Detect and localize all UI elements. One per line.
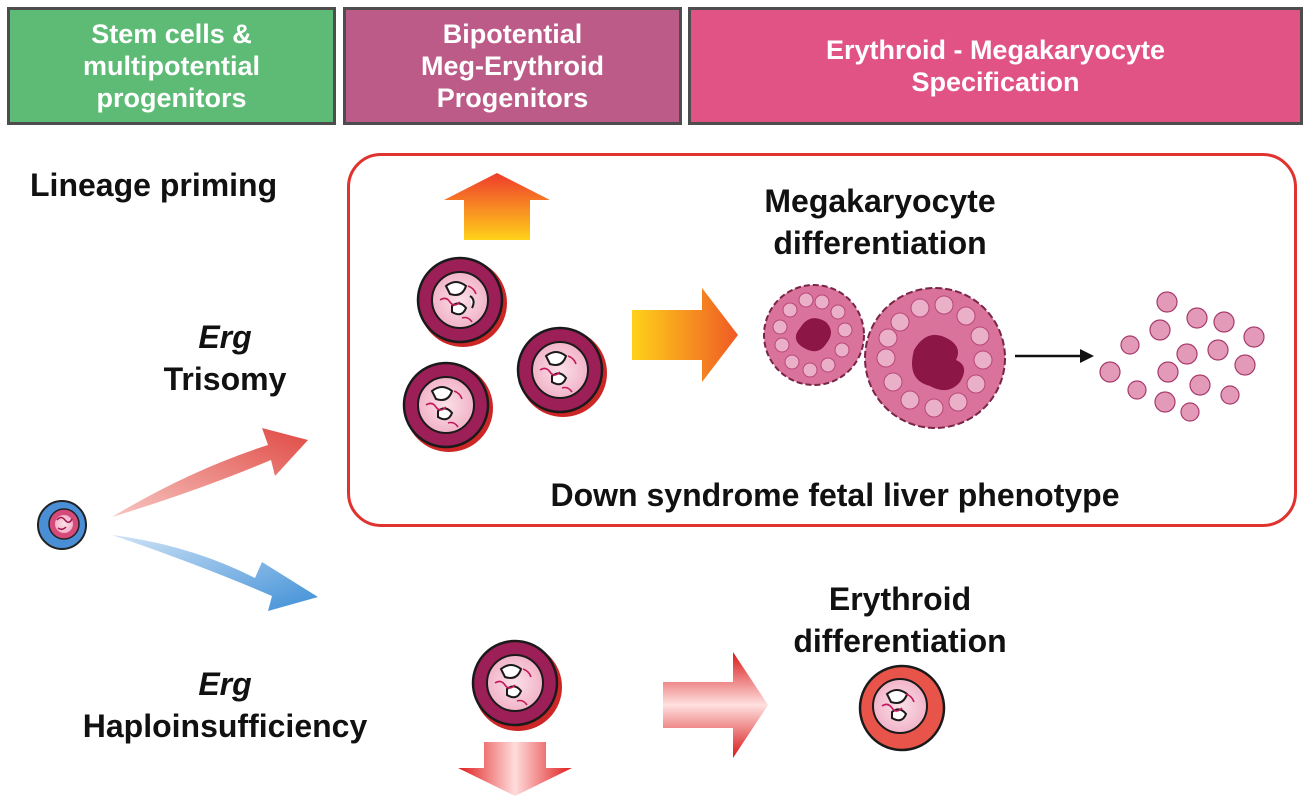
header-specification-text: Erythroid - Megakaryocyte Specification (825, 35, 1166, 97)
header-stem-cells-text: Stem cells & multipotential progenitors (83, 19, 260, 113)
down-syndrome-box (347, 153, 1297, 527)
megakaryocyte-icon (763, 284, 865, 386)
stem-cell-icon (37, 500, 87, 550)
trisomy-curved-arrow (112, 428, 308, 517)
progenitor-cell-icon (471, 639, 562, 731)
haplo-gene-label: Erg (198, 666, 252, 702)
progenitor-cell-icon (516, 326, 607, 417)
erythroid-arrow (663, 652, 768, 758)
down-syndrome-label: Down syndrome fetal liver phenotype (550, 477, 1120, 513)
trisomy-gene-label: Erg (198, 319, 252, 355)
downregulation-arrow (458, 742, 572, 796)
header-specification: Erythroid - Megakaryocyte Specification (688, 7, 1303, 125)
platelet-icon (1099, 291, 1265, 422)
haploinsufficiency-label: Haploinsufficiency (82, 708, 368, 744)
erythroid-cell-icon (858, 664, 946, 752)
header-stem-cells: Stem cells & multipotential progenitors (7, 7, 336, 125)
erythroid-differentiation-label: differentiation (793, 623, 1007, 659)
progenitor-cell-icon (416, 256, 507, 347)
megakaryocyte-differentiation-label: differentiation (773, 225, 987, 261)
header-bipotential-progenitors: Bipotential Meg-Erythroid Progenitors (343, 7, 682, 125)
haplo-curved-arrow (112, 535, 318, 611)
trisomy-label: Trisomy (163, 361, 287, 397)
erythroid-label: Erythroid (828, 581, 972, 617)
progenitor-cell-icon (402, 361, 493, 452)
megakaryocyte-arrow (632, 288, 738, 382)
lineage-priming-label: Lineage priming (30, 167, 278, 203)
header-bipotential-text: Bipotential Meg-Erythroid Progenitors (420, 19, 604, 113)
upregulation-arrow (444, 173, 550, 240)
platelet-release-arrow (1015, 349, 1094, 363)
megakaryocyte-icon (864, 287, 1006, 429)
megakaryocyte-label: Megakaryocyte (764, 183, 996, 219)
